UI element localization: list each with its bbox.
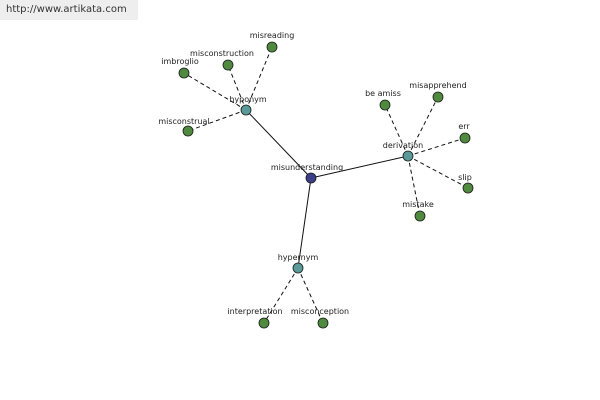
node-dot-be-amiss[interactable]: [379, 99, 391, 111]
node-mistake[interactable]: mistake: [402, 200, 434, 222]
edge-misunderstanding-hypernym: [297, 177, 312, 269]
edge-hyponym-misconstrual: [187, 109, 247, 132]
edge-hypernym-misconception: [297, 267, 324, 324]
edge-hyponym-imbroglio: [183, 72, 247, 111]
node-dot-hyponym[interactable]: [240, 104, 252, 116]
node-dot-mistake[interactable]: [414, 210, 426, 222]
node-dot-misapprehend[interactable]: [432, 91, 444, 103]
site-url-banner[interactable]: http://www.artikata.com: [0, 0, 138, 20]
node-label-err[interactable]: err: [458, 122, 470, 131]
edge-derivation-err: [407, 137, 466, 157]
node-label-hypernym[interactable]: hypernym: [278, 253, 319, 262]
node-dot-derivation[interactable]: [402, 150, 414, 162]
node-label-misconception[interactable]: misconception: [291, 307, 349, 316]
node-label-derivation[interactable]: derivation: [383, 141, 423, 150]
node-label-be-amiss[interactable]: be amiss: [365, 89, 401, 98]
node-dot-slip[interactable]: [462, 182, 474, 194]
graph-edges: [183, 46, 469, 324]
edge-derivation-be-amiss: [384, 104, 409, 157]
node-slip[interactable]: slip: [458, 173, 474, 194]
edge-hyponym-misconstruction: [227, 64, 247, 111]
node-dot-misunderstanding[interactable]: [305, 172, 317, 184]
node-dot-misconstrual[interactable]: [182, 125, 194, 137]
node-dot-misconstruction[interactable]: [222, 59, 234, 71]
node-dot-interpretation[interactable]: [258, 317, 270, 329]
node-dot-hypernym[interactable]: [292, 262, 304, 274]
node-misconception[interactable]: misconception: [291, 307, 349, 329]
edge-hypernym-interpretation: [263, 267, 299, 324]
edge-hyponym-misreading: [245, 46, 273, 111]
node-dot-err[interactable]: [459, 132, 471, 144]
node-label-misconstruction[interactable]: misconstruction: [190, 49, 254, 58]
node-hyponym[interactable]: hyponym: [229, 95, 267, 116]
node-misconstruction[interactable]: misconstruction: [190, 49, 254, 71]
node-label-misapprehend[interactable]: misapprehend: [409, 81, 466, 90]
node-misapprehend[interactable]: misapprehend: [409, 81, 467, 103]
node-misunderstanding[interactable]: misunderstanding: [271, 163, 343, 184]
node-derivation[interactable]: derivation: [383, 141, 423, 162]
node-label-misreading[interactable]: misreading: [250, 31, 295, 40]
node-label-interpretation[interactable]: interpretation: [227, 307, 282, 316]
node-label-mistake[interactable]: mistake: [402, 200, 434, 209]
edge-misunderstanding-derivation: [310, 155, 409, 179]
node-label-slip[interactable]: slip: [458, 173, 472, 182]
node-imbroglio[interactable]: imbroglio: [161, 57, 199, 79]
edge-misunderstanding-hyponym: [245, 109, 312, 179]
node-label-misconstrual[interactable]: misconstrual: [158, 117, 209, 126]
node-label-imbroglio[interactable]: imbroglio: [161, 57, 199, 66]
node-dot-misconception[interactable]: [317, 317, 329, 329]
node-interpretation[interactable]: interpretation: [227, 307, 283, 329]
node-hypernym[interactable]: hypernym: [278, 253, 319, 274]
node-dot-misreading[interactable]: [266, 41, 278, 53]
node-be-amiss[interactable]: be amiss: [365, 89, 401, 111]
node-err[interactable]: err: [458, 122, 471, 144]
node-dot-imbroglio[interactable]: [178, 67, 190, 79]
node-misreading[interactable]: misreading: [250, 31, 295, 53]
graph-nodes: misunderstanding hyponym derivation hyperny…: [158, 31, 474, 329]
node-label-hyponym[interactable]: hyponym: [229, 95, 267, 104]
edge-derivation-slip: [407, 155, 469, 189]
node-label-misunderstanding[interactable]: misunderstanding: [271, 163, 343, 172]
edge-derivation-mistake: [407, 155, 421, 217]
node-misconstrual[interactable]: misconstrual: [158, 117, 210, 137]
